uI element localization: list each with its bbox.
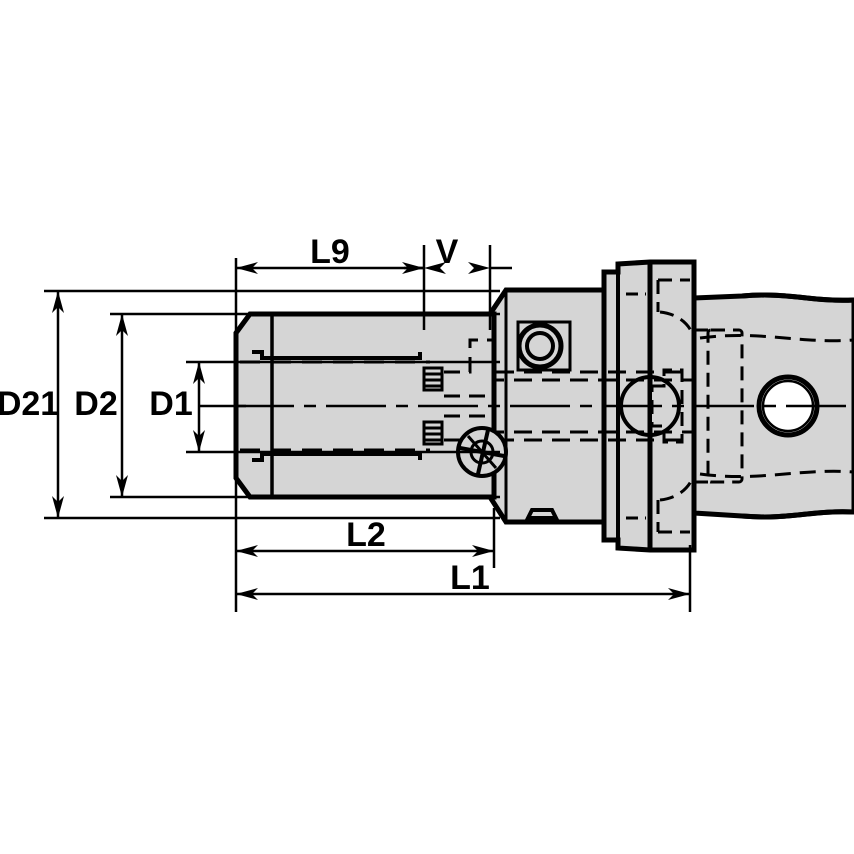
dim-label-l9: L9 [310,233,350,271]
dim-label-v: V [436,233,459,271]
body-pocket [524,508,560,520]
dim-label-l2: L2 [346,516,386,554]
dim-label-d2: D2 [74,385,117,423]
dimension-lines [52,262,690,600]
internal-steps [444,338,496,474]
dim-label-d1: D1 [149,385,192,423]
set-screw [516,320,572,372]
dim-label-d21: D21 [0,385,59,423]
internal-thread [422,366,444,446]
dimension-labels: D21 D2 D1 L9 V L2 L1 [0,233,490,597]
dim-label-l1: L1 [450,559,490,597]
extension-lines [44,245,692,612]
